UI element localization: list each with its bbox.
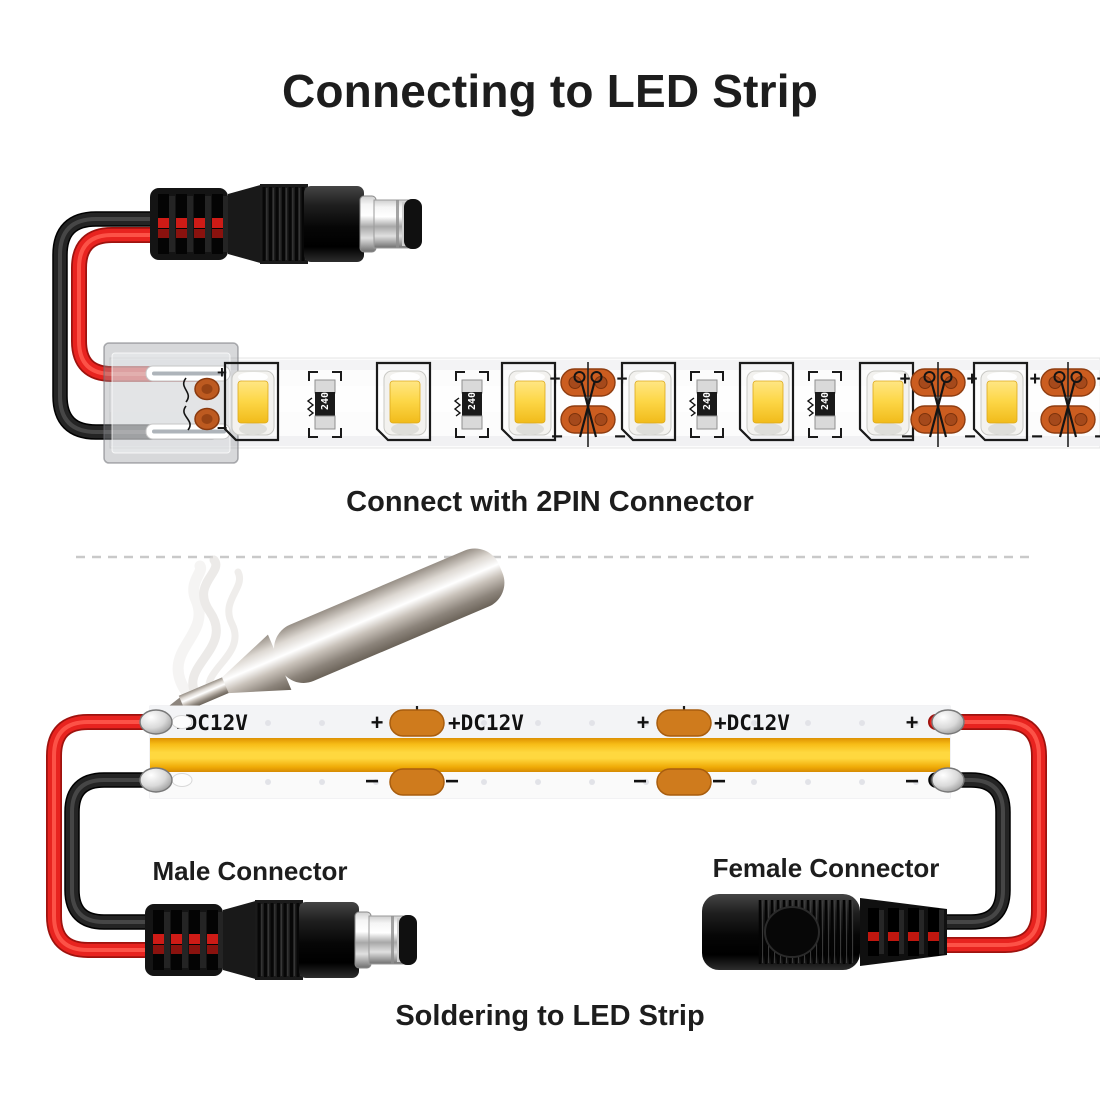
minus-mark: − bbox=[633, 768, 647, 795]
led-chip bbox=[620, 361, 677, 442]
solder-joint bbox=[139, 709, 173, 735]
led-chip bbox=[972, 361, 1029, 442]
scissors-icon bbox=[1053, 371, 1083, 438]
red-wire bbox=[52, 720, 164, 952]
resistor-value: 240 bbox=[702, 392, 713, 410]
cut-point: ++−− bbox=[549, 362, 628, 448]
minus-mark: − bbox=[217, 418, 228, 438]
resistor-value: 240 bbox=[820, 392, 831, 410]
cob-solder-pad bbox=[656, 709, 712, 737]
plus-mark: + bbox=[899, 369, 910, 390]
minus-mark: − bbox=[551, 426, 563, 448]
led-chip bbox=[223, 361, 280, 442]
resistor: 240 bbox=[688, 371, 724, 438]
cob-solder-pad bbox=[389, 768, 445, 796]
cut-point: + + − − bbox=[899, 362, 978, 448]
plus-mark: + bbox=[906, 710, 919, 735]
male-dc-connector bbox=[143, 898, 419, 982]
cob-solder-pad bbox=[656, 768, 712, 796]
plus-mark: + bbox=[966, 369, 977, 390]
top-wires bbox=[52, 211, 220, 440]
male-dc-connector bbox=[148, 182, 424, 266]
resistor-value: 240 bbox=[467, 392, 478, 410]
solder-joint bbox=[139, 767, 173, 793]
resistor: 240 bbox=[306, 371, 342, 438]
cob-strip-markings: +DC12V+DC12V+DC12V+++−−−−−− bbox=[139, 706, 965, 796]
led-strip-cob bbox=[149, 705, 951, 799]
black-wire bbox=[928, 772, 1011, 930]
red-wire bbox=[77, 233, 214, 376]
minus-mark: − bbox=[445, 768, 459, 795]
plus-mark: + bbox=[217, 363, 227, 382]
caption-2pin-method: Connect with 2PIN Connector bbox=[346, 486, 754, 518]
bottom-wires bbox=[46, 714, 1047, 958]
cut-point: + + − − bbox=[1029, 362, 1100, 448]
scissors-icon bbox=[573, 371, 603, 438]
2pin-clip-connector: +− bbox=[103, 342, 239, 464]
led-chip bbox=[500, 361, 557, 442]
minus-mark: − bbox=[905, 768, 919, 795]
minus-mark: − bbox=[712, 768, 726, 795]
resistor: 240 bbox=[806, 371, 842, 438]
page-title: Connecting to LED Strip bbox=[281, 65, 819, 117]
led-chip bbox=[375, 361, 432, 442]
plus-mark: + bbox=[1029, 369, 1040, 390]
resistor-value: 240 bbox=[320, 392, 331, 410]
cob-solder-pad bbox=[389, 709, 445, 737]
plus-mark: + bbox=[1096, 369, 1100, 390]
plus-mark: + bbox=[549, 369, 560, 390]
male-connector-label: Male Connector bbox=[152, 856, 348, 886]
minus-mark: − bbox=[365, 768, 379, 795]
solder-joint bbox=[931, 767, 965, 793]
minus-mark: − bbox=[614, 426, 626, 448]
female-dc-connector bbox=[702, 894, 947, 970]
voltage-label: +DC12V bbox=[714, 711, 790, 735]
black-wire bbox=[65, 773, 169, 929]
black-wire bbox=[70, 778, 164, 924]
voltage-label: +DC12V bbox=[448, 711, 524, 735]
black-wire bbox=[929, 773, 1010, 929]
scissors-icon bbox=[923, 371, 953, 438]
resistor: 240 bbox=[453, 371, 489, 438]
caption-soldering-method: Soldering to LED Strip bbox=[395, 1000, 705, 1032]
black-wire bbox=[64, 772, 170, 930]
led-chip bbox=[738, 361, 795, 442]
smoke-wisp bbox=[172, 555, 243, 705]
plus-mark: + bbox=[637, 710, 650, 735]
female-connector-label: Female Connector bbox=[712, 853, 940, 883]
minus-mark: − bbox=[1094, 426, 1100, 448]
minus-mark: − bbox=[1031, 426, 1043, 448]
led-chip bbox=[858, 361, 915, 442]
minus-mark: − bbox=[901, 426, 913, 448]
minus-mark: − bbox=[964, 426, 976, 448]
red-wire bbox=[934, 720, 1041, 947]
cob-phosphor-band bbox=[150, 738, 950, 772]
black-wire bbox=[58, 217, 214, 434]
black-wire bbox=[934, 778, 1005, 924]
solder-joint bbox=[931, 709, 965, 735]
plus-mark: + bbox=[371, 710, 384, 735]
